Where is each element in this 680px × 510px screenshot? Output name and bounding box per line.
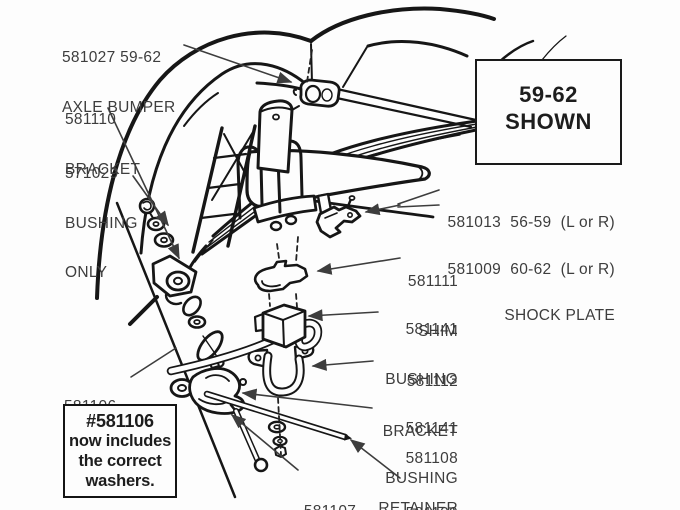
shown-callout-box: 59-62 SHOWN [475, 59, 622, 165]
label-line: BRACKET [65, 160, 141, 178]
label-line: AXLE BUMPER [62, 98, 176, 116]
shim-part [253, 259, 309, 293]
note-box-line: #581106 [86, 411, 154, 431]
leader-shim [316, 257, 401, 275]
sway-bar [166, 318, 323, 376]
label-axle-bumper: 581027 59-62 AXLE BUMPER [62, 17, 176, 149]
label-line: ONLY [65, 264, 108, 281]
leader-shock-plate-1 [397, 189, 440, 205]
note-box-line: now includes [68, 432, 172, 450]
label-line: 581111 [407, 273, 458, 290]
note-box-line: washers. [85, 472, 155, 490]
leader-lines [107, 44, 440, 479]
label-line: 581112 [406, 373, 458, 390]
link-kit-chain [138, 197, 225, 369]
label-line: BUSHING [65, 214, 138, 232]
label-line: 581013 56-59 (L or R) [447, 214, 615, 231]
label-line: 581141 [405, 321, 458, 338]
label-line: 581141 [405, 420, 458, 437]
label-bushing-lower: 581141 BUSHING [385, 388, 458, 510]
label-line: SHIM [418, 322, 458, 340]
label-shock-plate: 581013 56-59 (L or R) 581009 60-62 (L or… [448, 184, 615, 355]
label-shim: 581111 SHIM [408, 241, 458, 373]
bar-part [203, 390, 352, 441]
label-line: 581110 [65, 111, 117, 128]
leader-bar [349, 439, 401, 479]
label-line: SHOCK PLATE [504, 307, 615, 324]
leader-shock-plate-arrow [364, 203, 401, 216]
shown-box-line: SHOWN [505, 109, 592, 134]
leader-bracket-581110 [107, 107, 180, 260]
leader-bracket-581112 [311, 358, 374, 371]
leader-bushing-571029 [132, 175, 169, 227]
leader-link-kit [130, 347, 177, 378]
label-line: BRACKET [382, 422, 458, 440]
shock-plate-part [315, 192, 362, 239]
label-line: BUSHING [385, 469, 458, 487]
label-bushing-571029: 571029 BUSHING ONLY [65, 133, 138, 315]
axle-tube [245, 148, 435, 219]
label-line: RETAINER [378, 499, 458, 510]
bracket-rod-part [229, 403, 269, 473]
frame-rails [191, 87, 478, 254]
label-bar: 581109 BAR [406, 473, 458, 510]
label-line: 581027 59-62 [62, 49, 162, 66]
label-retainer: 581108 RETAINER [378, 418, 458, 510]
label-line: BUSHING [385, 370, 458, 388]
leader-shock-plate-2 [397, 204, 440, 208]
label-line: 581009 60-62 (L or R) [447, 260, 615, 278]
axle-bumper-part [292, 78, 341, 108]
label-line: 571029 [65, 165, 119, 182]
shown-box-line: 59-62 [519, 82, 578, 107]
strap-bracket-part [247, 342, 315, 397]
label-line: 581108 [405, 450, 458, 467]
bushing-block-part [253, 303, 307, 349]
spring-clamp-assembly [236, 99, 318, 232]
label-bracket-581112: 581112 BRACKET [383, 341, 458, 473]
washers-note-box: #581106 now includes the correct washers… [63, 404, 177, 498]
leader-bushing-upper [307, 309, 379, 322]
dashed-alignment-lines [268, 49, 313, 456]
leader-axle-bumper [183, 44, 293, 84]
label-bracket-581107: 581107 BRACKET [286, 471, 374, 510]
note-box-line: the correct [78, 452, 162, 470]
label-bushing-upper: 581141 BUSHING [385, 289, 458, 421]
label-line: 581107 [286, 503, 374, 510]
leader-bracket-581107 [230, 414, 299, 471]
leader-bushing-lower [241, 388, 373, 409]
label-line: 581109 [406, 505, 458, 510]
washer-stack [267, 420, 288, 458]
label-bracket-581110: 581110 BRACKET [65, 79, 140, 211]
